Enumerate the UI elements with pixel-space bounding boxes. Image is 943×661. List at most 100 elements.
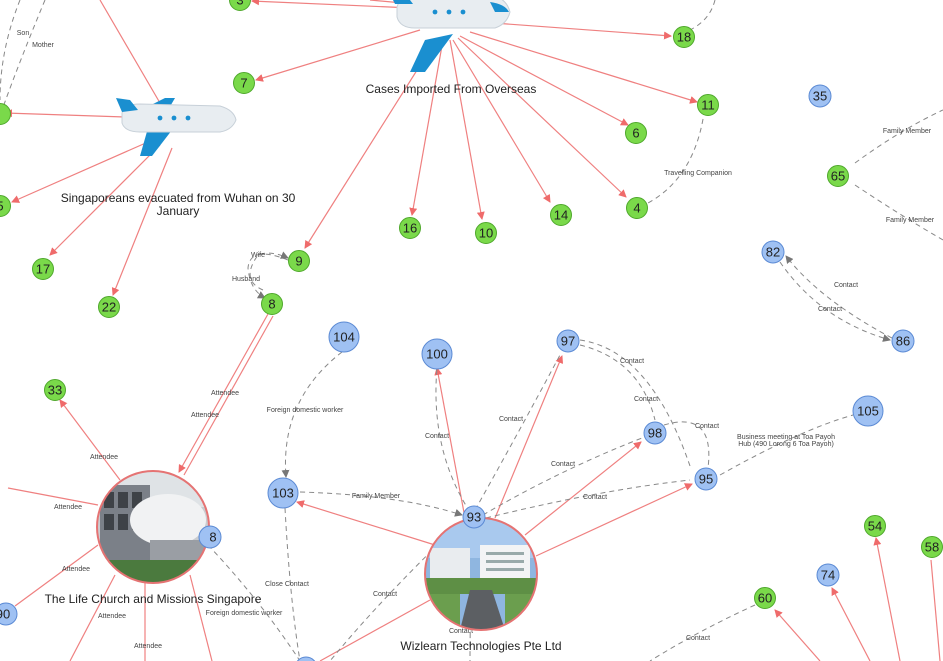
case-node[interactable]: 98 (643, 421, 667, 445)
edge-label-contact: Contact (449, 628, 473, 635)
edge-label-contact: Contact (551, 461, 575, 468)
case-node[interactable]: 95 (694, 467, 718, 491)
case-node[interactable]: 90 (0, 602, 18, 626)
case-node[interactable] (295, 656, 317, 661)
svg-text:65: 65 (831, 169, 845, 184)
svg-text:54: 54 (868, 519, 882, 534)
case-node[interactable]: 60 (754, 587, 776, 609)
svg-text:11: 11 (701, 98, 715, 113)
edge-label-husband: Husband (232, 276, 260, 283)
svg-text:97: 97 (561, 334, 575, 349)
case-node[interactable]: 35 (808, 84, 832, 108)
case-node[interactable]: 58 (921, 536, 943, 558)
svg-text:8: 8 (268, 297, 275, 312)
hub-label-overseas: Cases Imported From Overseas (366, 82, 537, 96)
svg-text:82: 82 (766, 245, 780, 260)
svg-text:90: 90 (0, 607, 10, 622)
edge-label-contact: Contact (686, 635, 710, 642)
edge-label-close-contact: Close Contact (265, 581, 309, 588)
case-node[interactable]: 18 (673, 26, 695, 48)
svg-text:4: 4 (633, 201, 640, 216)
edge-label-contact: Contact (620, 358, 644, 365)
airplane-icon[interactable] (387, 0, 511, 72)
case-node[interactable]: 74 (816, 563, 840, 587)
edge-label-family-member: Family Member (352, 493, 401, 500)
edge-label-business-meeting: Business meeting at Toa Payoh (737, 434, 835, 441)
blue-nodes: 35 82 86 104 100 97 98 95 105 103 93 8 7… (0, 84, 915, 661)
case-node[interactable]: 97 (556, 329, 580, 353)
case-node[interactable]: 100 (421, 338, 453, 370)
case-node[interactable]: 104 (328, 321, 360, 353)
edge-label-contact: Contact (425, 433, 449, 440)
case-node[interactable]: 4 (626, 197, 648, 219)
svg-text:18: 18 (677, 30, 691, 45)
svg-text:60: 60 (758, 591, 772, 606)
svg-text:3: 3 (236, 0, 243, 8)
svg-text:5: 5 (0, 199, 4, 214)
church-photo-node[interactable] (96, 470, 210, 585)
case-node[interactable]: 9 (288, 250, 310, 272)
edge-label-attendee: Attendee (90, 454, 118, 461)
svg-text:103: 103 (272, 486, 294, 501)
case-node[interactable]: 103 (267, 477, 299, 509)
edge-label-travelling-companion: Travelling Companion (664, 170, 732, 177)
case-node[interactable]: 33 (44, 379, 66, 401)
edge-label-family-member: Family Member (886, 217, 935, 224)
case-node[interactable]: 17 (32, 258, 54, 280)
case-node[interactable]: 5 (0, 195, 11, 217)
edge-label-attendee: Attendee (134, 643, 162, 650)
svg-text:74: 74 (821, 568, 835, 583)
case-node[interactable]: 8 (198, 525, 222, 549)
wizlearn-photo-node[interactable] (424, 517, 538, 631)
case-node[interactable]: 16 (399, 217, 421, 239)
svg-text:10: 10 (479, 226, 493, 241)
svg-text:8: 8 (209, 530, 216, 545)
case-node[interactable]: 82 (761, 240, 785, 264)
edge-label-attendee: Attendee (211, 390, 239, 397)
svg-text:95: 95 (699, 472, 713, 487)
edge-label-business-meeting: Hub (490 Lorong 6 Toa Payoh) (738, 441, 834, 448)
svg-text:9: 9 (295, 254, 302, 269)
svg-text:14: 14 (554, 208, 568, 223)
edge-label-attendee: Attendee (191, 412, 219, 419)
edge-label-contact: Contact (499, 416, 523, 423)
case-node[interactable]: 14 (550, 204, 572, 226)
case-node[interactable]: 22 (98, 296, 120, 318)
case-node[interactable] (0, 103, 11, 125)
edge-label-son: Son (17, 30, 30, 37)
svg-text:93: 93 (467, 510, 481, 525)
svg-text:86: 86 (896, 334, 910, 349)
airplane-icon[interactable] (116, 98, 237, 156)
case-node[interactable]: 8 (261, 293, 283, 315)
green-nodes: 3 18 7 11 6 4 16 10 14 17 22 5 9 8 33 65… (0, 0, 943, 609)
edge-label-contact: Contact (634, 396, 658, 403)
svg-text:105: 105 (857, 404, 879, 419)
svg-text:22: 22 (102, 300, 116, 315)
case-node[interactable]: 105 (852, 395, 884, 427)
edge-label-contact: Contact (834, 282, 858, 289)
case-node[interactable]: 93 (462, 505, 486, 529)
case-node[interactable]: 86 (891, 329, 915, 353)
edge-labels: Son Mother Travelling Companion Family M… (17, 30, 935, 650)
edge-label-contact: Contact (373, 591, 397, 598)
case-node[interactable]: 10 (475, 222, 497, 244)
edge-label-mother: Mother (32, 42, 54, 49)
svg-text:6: 6 (632, 126, 639, 141)
case-node[interactable]: 6 (625, 122, 647, 144)
case-node[interactable]: 11 (697, 94, 719, 116)
edge-label-wife: Wife (251, 252, 265, 259)
case-node[interactable]: 3 (229, 0, 251, 11)
svg-text:100: 100 (426, 347, 448, 362)
svg-text:35: 35 (813, 89, 827, 104)
case-node[interactable]: 54 (864, 515, 886, 537)
case-node[interactable]: 65 (827, 165, 849, 187)
edge-label-contact: Contact (583, 494, 607, 501)
svg-text:98: 98 (648, 426, 662, 441)
edge-label-contact: Contact (695, 423, 719, 430)
svg-text:33: 33 (48, 383, 62, 398)
edge-label-foreign-domestic-worker: Foreign domestic worker (267, 407, 344, 414)
edge-label-contact: Contact (818, 306, 842, 313)
case-node[interactable]: 7 (233, 72, 255, 94)
